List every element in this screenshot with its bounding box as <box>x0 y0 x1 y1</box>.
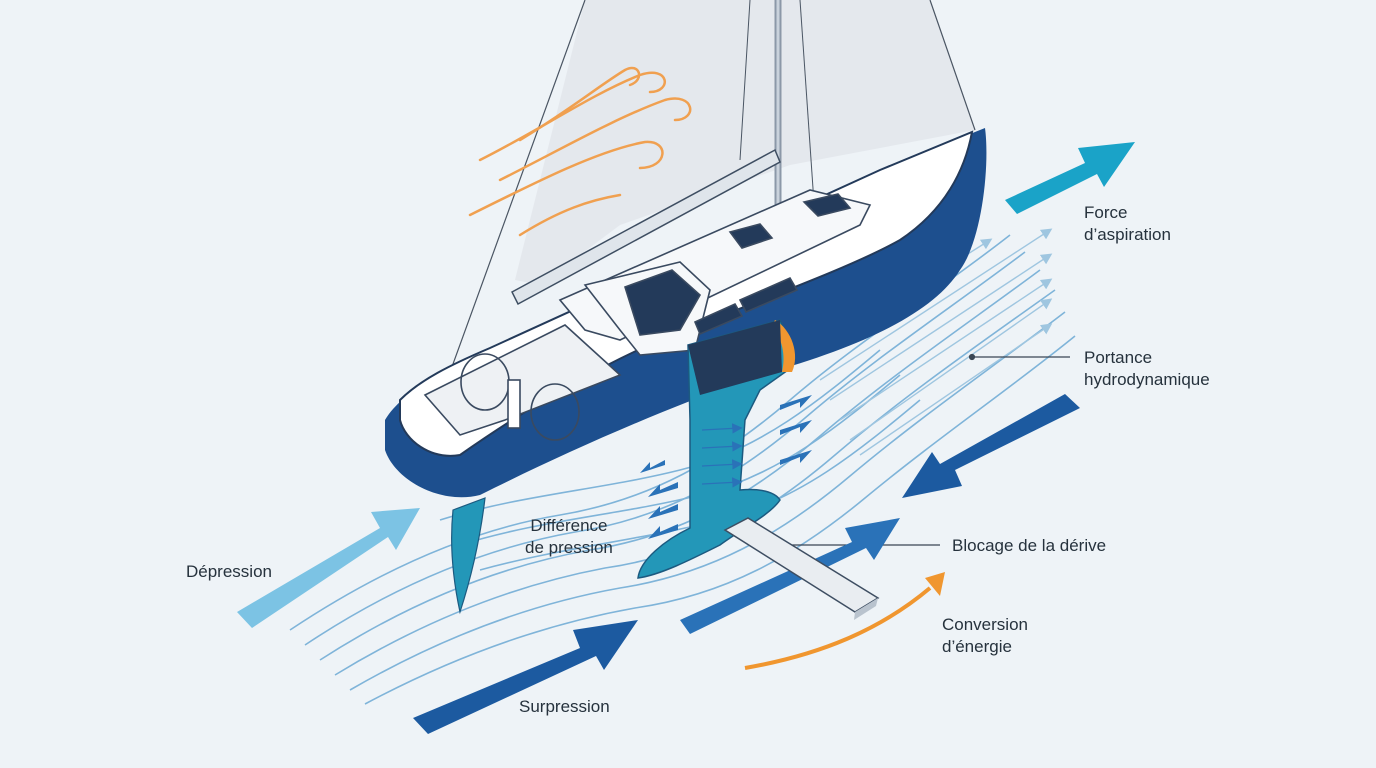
aspiration-arrow-icon <box>1005 142 1135 214</box>
label-difference-pression-line2: de pression <box>525 538 613 557</box>
wind-icon <box>468 66 692 237</box>
label-conversion-line2: d’énergie <box>942 637 1012 656</box>
label-depression-text: Dépression <box>186 562 272 581</box>
label-difference-pression-line1: Différence <box>530 516 608 535</box>
label-conversion-energie: Conversion d’énergie <box>942 614 1028 658</box>
label-portance-line1: Portance <box>1084 348 1153 367</box>
label-difference-pression: Différence de pression <box>525 515 613 559</box>
deck <box>423 189 872 441</box>
label-portance: Portance hydrodynamique <box>1084 347 1210 391</box>
depression-arrow-icon <box>237 508 420 628</box>
pressure-arrows <box>640 395 812 539</box>
conversion-arrow-icon <box>744 572 945 670</box>
big-flow-arrows <box>237 142 1135 734</box>
label-depression: Dépression <box>186 561 272 583</box>
label-portance-line2: hydrodynamique <box>1084 370 1210 389</box>
foil-flow-arrow-icon <box>680 518 900 634</box>
leader-lines <box>764 353 1070 549</box>
label-conversion-line1: Conversion <box>942 615 1028 634</box>
label-blocage-derive: Blocage de la dérive <box>952 535 1106 557</box>
label-surpression-text: Surpression <box>519 697 610 716</box>
keel-foil <box>451 319 796 615</box>
blocage-arrow-icon <box>902 394 1080 498</box>
label-force-aspiration-line2: d’aspiration <box>1084 225 1171 244</box>
daggerboard <box>723 517 880 620</box>
label-blocage-derive-text: Blocage de la dérive <box>952 536 1107 555</box>
surpression-arrow-icon <box>413 620 638 734</box>
boom <box>511 148 781 306</box>
label-force-aspiration: Force d’aspiration <box>1084 202 1171 246</box>
label-surpression: Surpression <box>519 696 610 718</box>
label-force-aspiration-line1: Force <box>1084 203 1128 222</box>
